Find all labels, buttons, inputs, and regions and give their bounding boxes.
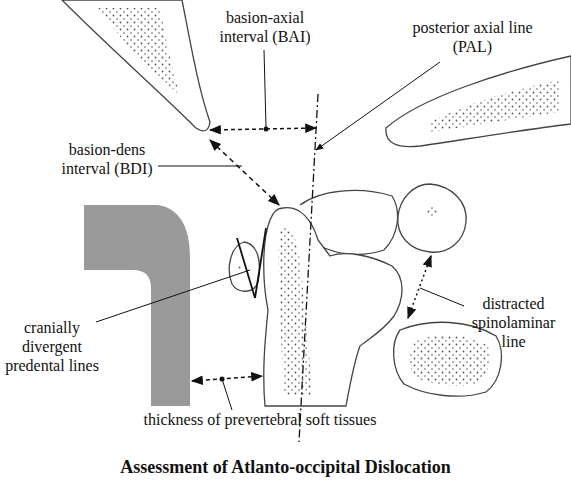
leader-line [264, 50, 266, 127]
callout-label: thickness of prevertebral soft tissues [70, 410, 450, 429]
atlas-anterior-arch [229, 242, 259, 291]
leader-line [158, 166, 242, 167]
bai-arrow [210, 128, 316, 130]
leader-line [222, 379, 232, 410]
bdi-arrow [210, 140, 279, 205]
atlas-posterior-arch [398, 184, 466, 252]
prevertebral-arrow [192, 376, 262, 381]
prevertebral-soft-tissue [84, 205, 190, 406]
leader-line [316, 62, 440, 150]
callout-label: posterior axial line (PAL) [410, 18, 535, 56]
callout-label: cranially divergent predental lines [0, 318, 104, 375]
leader-line [420, 288, 464, 306]
callout-label: basion-axial interval (BAI) [205, 8, 325, 46]
occipital-bone [386, 56, 571, 147]
predental-line [237, 238, 255, 298]
bone-stipple [238, 266, 242, 270]
posterior-axial-line [299, 94, 318, 442]
callout-label: basion-dens interval (BDI) [52, 140, 162, 178]
callout-label: distracted spinolaminar line [466, 294, 561, 351]
clivus-bone [62, 0, 210, 131]
bone-stipple [279, 226, 312, 396]
axis-spinous-process [394, 322, 502, 396]
bone-stipple [98, 8, 180, 95]
bone-stipple [430, 80, 560, 132]
axis-vertebra [264, 208, 402, 406]
bone-stipple [410, 335, 490, 386]
predental-line [255, 228, 266, 298]
bone-stipple [426, 206, 438, 218]
leader-dot [264, 127, 269, 132]
leader-line [96, 270, 250, 322]
figure-caption: Assessment of Atlanto-occipital Dislocat… [0, 456, 571, 478]
spinolaminar-arrow [408, 256, 431, 318]
